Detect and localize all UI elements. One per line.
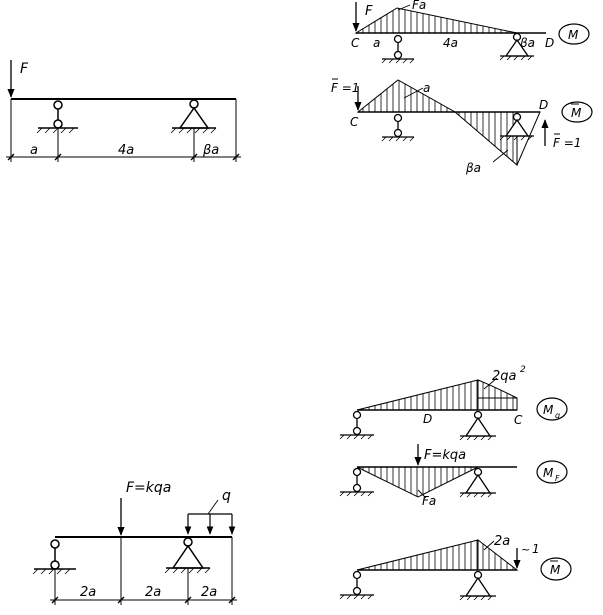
diagram-tag: M xyxy=(568,28,579,42)
roller-support xyxy=(32,539,76,575)
moment-area xyxy=(356,466,479,498)
tilde-mark: ~ xyxy=(521,543,530,556)
peak-label: a xyxy=(423,81,430,95)
moment-diagram-Mq: 2qa 2 D C M q xyxy=(339,365,568,441)
unit-force-right: F =1 xyxy=(553,136,581,150)
unit-force-left: F =1 xyxy=(331,81,359,95)
roller-support xyxy=(339,570,374,600)
diagram-tag-sub: q xyxy=(555,411,560,420)
roller-support xyxy=(36,100,78,134)
load-label: q xyxy=(222,488,231,504)
distributed-load xyxy=(184,499,236,535)
diagram-tag-oval xyxy=(536,397,568,421)
moment-area-left xyxy=(356,379,479,411)
diagram-tag-oval xyxy=(536,460,568,484)
pin-support xyxy=(170,99,217,134)
force-label: F xyxy=(365,4,373,19)
diagram-tag-oval xyxy=(558,23,590,45)
dim-a: a xyxy=(30,143,38,158)
point-c: C xyxy=(514,413,523,427)
force-label: F=kqa xyxy=(424,448,466,463)
dim-beta-a: βa xyxy=(202,143,219,158)
diagram-tag-oval xyxy=(540,557,572,581)
peak-label: Fa xyxy=(412,0,426,12)
force-label: F xyxy=(20,61,29,77)
point-c: C xyxy=(350,115,359,129)
pin-support xyxy=(499,112,534,141)
point-d: D xyxy=(539,98,548,112)
moment-diagram-M: F Fa C a 4a βa D M xyxy=(351,0,590,64)
peak-label: 2a xyxy=(494,534,510,549)
negative-area xyxy=(453,111,518,167)
dim-3: 2a xyxy=(201,585,217,600)
unit-moment-diagram: F =1 a C D βa F =1 M xyxy=(331,78,593,175)
low-label: βa xyxy=(465,161,481,175)
point-c: C xyxy=(351,36,360,50)
roller-support xyxy=(339,467,374,497)
beam-diagram-1: F xyxy=(6,60,241,162)
moment-diagram-MF: F=kqa Fa M F xyxy=(339,444,568,508)
roller-support xyxy=(381,113,415,142)
dim-4a: 4a xyxy=(118,143,134,158)
low-label: Fa xyxy=(422,494,436,508)
diagram-tag-oval xyxy=(561,101,593,123)
pin-support xyxy=(499,32,534,61)
point-d: D xyxy=(545,36,554,50)
roller-support xyxy=(339,410,374,440)
diagram-tag: M xyxy=(543,403,554,417)
unit-moment-diagram-2: 2a ~ 1 M xyxy=(339,534,572,601)
beam-diagram-2: F=kqa q xyxy=(32,480,237,605)
dim-1: 2a xyxy=(80,585,96,600)
diagram-tag: M xyxy=(543,466,554,480)
positive-area xyxy=(356,79,457,113)
diagram-tag: M xyxy=(571,106,582,120)
pin-support xyxy=(459,570,496,601)
unit-label: 1 xyxy=(532,542,540,556)
pin-support xyxy=(164,537,211,574)
moment-area xyxy=(354,7,518,34)
force-label: F=kqa xyxy=(126,480,171,496)
peak-label: 2qa xyxy=(492,369,517,384)
moment-area-right xyxy=(477,379,518,411)
pin-support xyxy=(459,467,496,498)
dim-beta-a: βa xyxy=(519,36,535,50)
dimension-line xyxy=(50,537,237,605)
dim-2: 2a xyxy=(145,585,161,600)
diagram-tag-sub: F xyxy=(555,474,560,483)
roller-support xyxy=(381,34,415,64)
diagram-tag: M xyxy=(550,563,561,577)
peak-exp: 2 xyxy=(520,365,526,375)
pin-support xyxy=(459,410,496,441)
moment-area-left xyxy=(356,539,479,571)
point-d: D xyxy=(423,412,432,426)
dim-a: a xyxy=(373,36,380,50)
dim-4a: 4a xyxy=(443,36,458,50)
dimension-line xyxy=(6,99,241,162)
